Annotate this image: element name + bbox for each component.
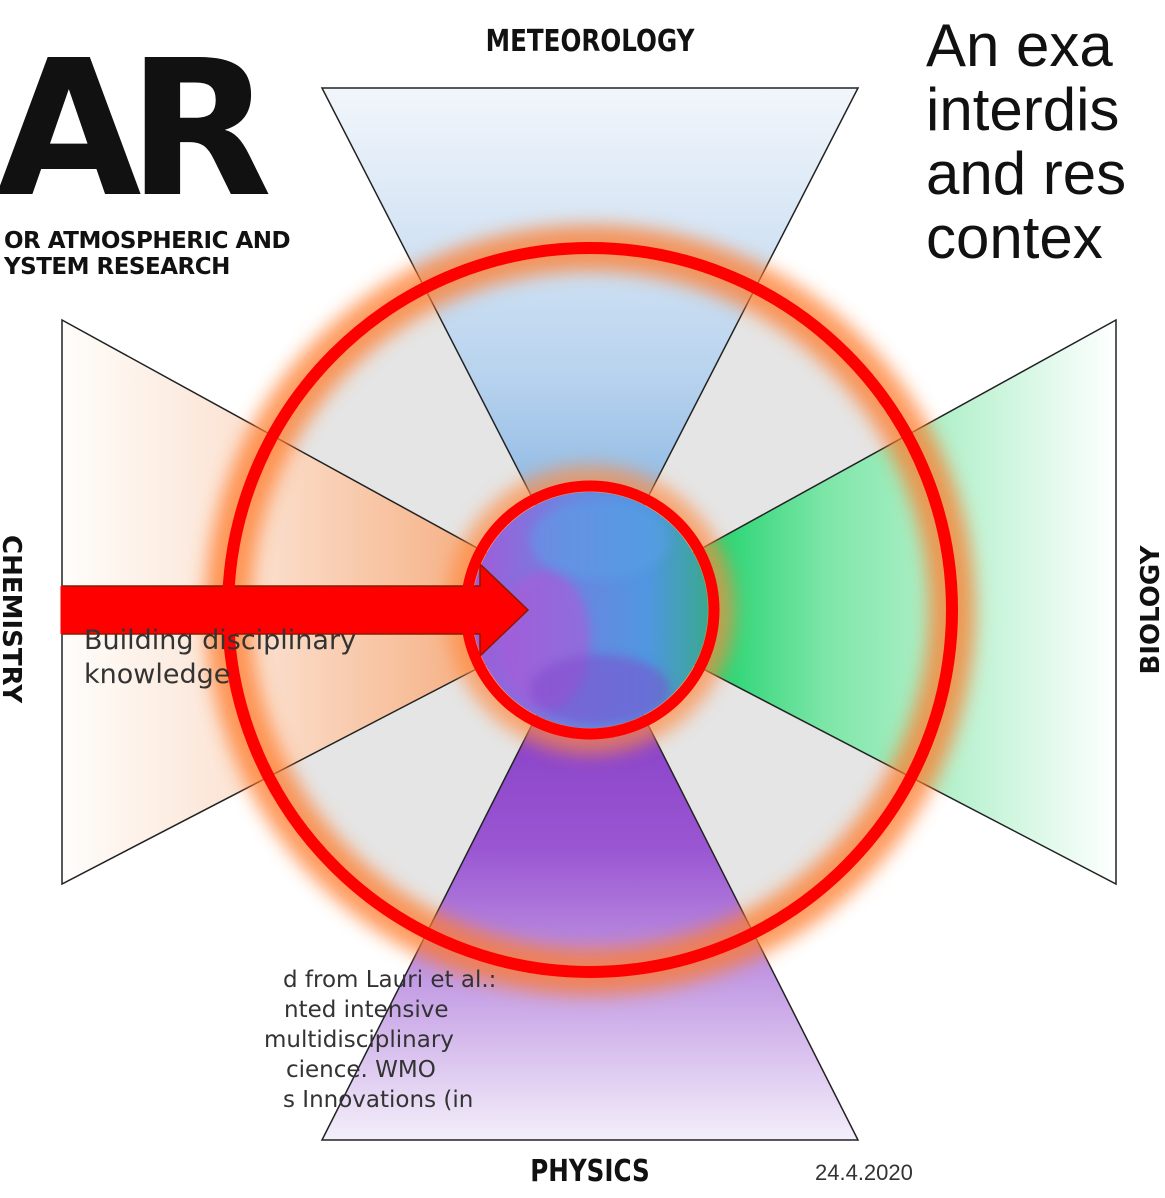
logo-text: AR	[0, 20, 272, 239]
title-line: An exa	[926, 12, 1113, 79]
label-meteorology: METEOROLOGY	[485, 24, 695, 59]
arrow-label-line: Building disciplinary	[84, 625, 357, 656]
source-caption: d from Lauri et al.: nted intensive mult…	[0, 965, 496, 1115]
caption-line: multidisciplinary	[264, 1027, 454, 1053]
biology-cone	[588, 318, 1117, 886]
arrow-label: Building disciplinary knowledge	[84, 624, 356, 692]
title-line: contex	[926, 204, 1103, 271]
meteorology-cone	[320, 87, 860, 612]
caption-line: cience. WMO	[286, 1057, 436, 1083]
logo-subtitle-line: OR ATMOSPHERIC AND	[4, 228, 291, 254]
discipline-arrow	[61, 562, 530, 658]
physics-cone	[320, 608, 860, 1141]
page-title: An exa interdis and res contex	[926, 14, 1126, 270]
caption-line: s Innovations (in	[283, 1087, 474, 1113]
title-line: interdis	[926, 76, 1120, 143]
inner-ring	[460, 480, 720, 740]
caption-line: nted intensive	[284, 997, 449, 1023]
label-chemistry: CHEMISTRY	[0, 535, 26, 704]
logo-subtitle-line: YSTEM RESEARCH	[4, 254, 230, 280]
label-biology: BIOLOGY	[1136, 545, 1165, 675]
outer-ring	[222, 242, 958, 978]
slide-date: 24.4.2020	[815, 1160, 913, 1185]
label-physics: PHYSICS	[530, 1154, 650, 1189]
arrow-label-line: knowledge	[84, 659, 231, 690]
title-line: and res	[926, 140, 1127, 207]
caption-line: d from Lauri et al.:	[283, 967, 497, 993]
